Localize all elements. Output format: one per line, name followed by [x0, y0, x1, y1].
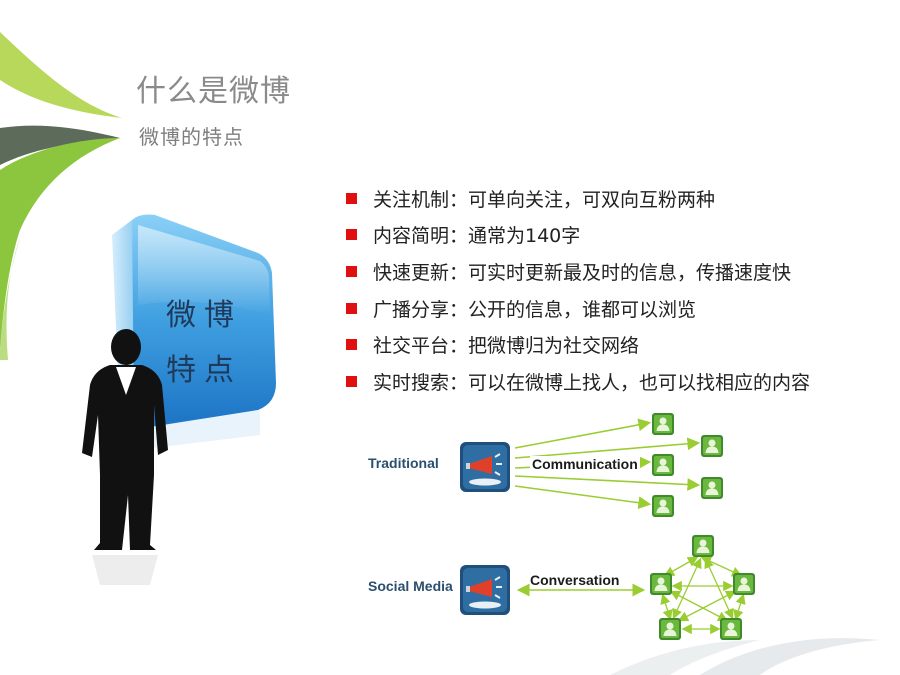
- businessman-silhouette: [82, 329, 168, 550]
- communication-label: Communication: [530, 456, 640, 472]
- bullet-square-icon: [346, 302, 357, 314]
- feature-text: 关注机制：可单向关注，可双向互粉两种: [373, 188, 716, 211]
- swoosh-pale-1: [610, 640, 760, 675]
- bullet-square-icon: [346, 229, 357, 241]
- person-icon: [701, 477, 723, 499]
- swoosh-pale-2: [700, 638, 880, 675]
- bullet-square-icon: [346, 375, 357, 387]
- person-icon: [733, 573, 755, 595]
- feature-text: 内容简明：通常为140字: [373, 225, 581, 248]
- list-item: 内容简明：通常为140字: [346, 217, 886, 254]
- megaphone-icon: [460, 565, 510, 615]
- swoosh-green: [0, 138, 120, 350]
- feature-text: 社交平台：把微博归为社交网络: [373, 335, 640, 358]
- person-icon: [720, 618, 742, 640]
- list-item: 实时搜索：可以在微博上找人，也可以找相应的内容: [346, 363, 886, 400]
- person-icon: [652, 413, 674, 435]
- feature-text: 快速更新：可实时更新最及时的信息，传播速度快: [373, 261, 792, 284]
- traditional-label: Traditional: [368, 455, 439, 471]
- megaphone-icon: [460, 442, 510, 492]
- page-title: 什么是微博: [136, 74, 291, 109]
- list-item: 广播分享：公开的信息，谁都可以浏览: [346, 290, 886, 327]
- box-text-line1: 微博: [166, 298, 242, 333]
- list-item: 社交平台：把微博归为社交网络: [346, 326, 886, 363]
- bullet-square-icon: [346, 192, 357, 204]
- social-media-label: Social Media: [368, 578, 453, 594]
- bullet-square-icon: [346, 265, 357, 277]
- swoosh-dark: [0, 125, 120, 165]
- person-icon: [652, 495, 674, 517]
- list-item: 快速更新：可实时更新最及时的信息，传播速度快: [346, 253, 886, 290]
- communication-diagram: [460, 413, 755, 640]
- person-icon: [659, 618, 681, 640]
- feature-text: 实时搜索：可以在微博上找人，也可以找相应的内容: [373, 371, 811, 394]
- list-item: 关注机制：可单向关注，可双向互粉两种: [346, 180, 886, 217]
- swoosh-light-green: [0, 32, 122, 118]
- feature-text: 广播分享：公开的信息，谁都可以浏览: [373, 298, 697, 321]
- person-icon: [701, 435, 723, 457]
- box-text-line2: 特点: [166, 353, 242, 388]
- swoosh-green-outer: [0, 232, 22, 360]
- person-icon: [692, 535, 714, 557]
- conversation-label: Conversation: [530, 572, 620, 588]
- person-icon: [652, 454, 674, 476]
- bullet-square-icon: [346, 339, 357, 351]
- person-icon: [650, 573, 672, 595]
- feature-box-illustration: [82, 214, 276, 585]
- feature-list: 关注机制：可单向关注，可双向互粉两种 内容简明：通常为140字 快速更新：可实时…: [346, 180, 886, 400]
- page-subtitle: 微博的特点: [139, 125, 244, 149]
